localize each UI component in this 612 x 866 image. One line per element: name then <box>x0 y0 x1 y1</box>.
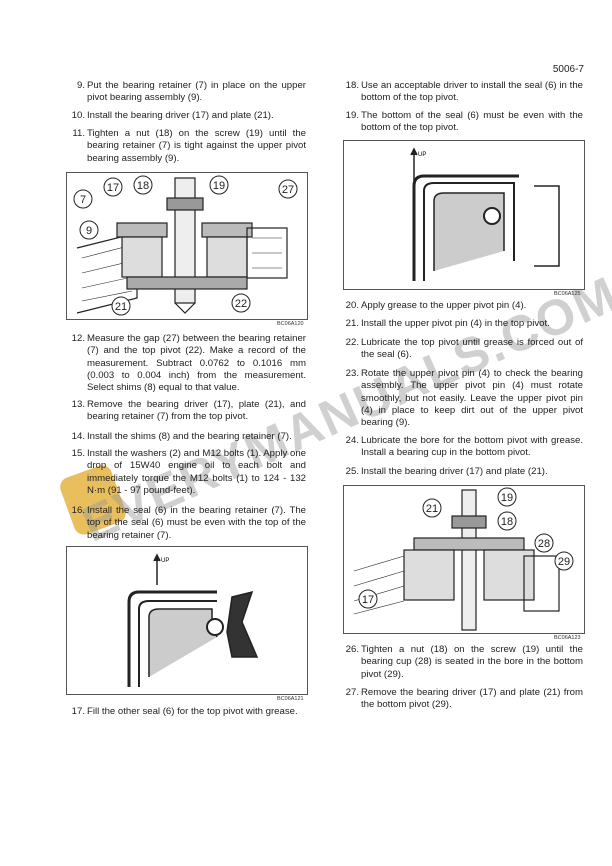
figure-seal-bottom: UP <box>343 140 585 290</box>
page-number: 5006-7 <box>552 64 584 75</box>
figure-caption: BC06A123 <box>554 635 581 641</box>
step-text: Tighten a nut (18) on the screw (19) unt… <box>361 644 583 680</box>
step-text: Install the bearing driver (17) and plat… <box>87 110 274 121</box>
svg-text:19: 19 <box>213 180 225 192</box>
step-text: Measure the gap (27) between the bearing… <box>87 333 306 394</box>
step-text: Fill the other seal (6) for the top pivo… <box>87 706 298 717</box>
step-number: 11. <box>72 128 85 139</box>
step-number: 21. <box>345 318 359 329</box>
step-text: Install the bearing driver (17) and plat… <box>361 466 548 477</box>
step-number: 13. <box>71 399 85 410</box>
callout-28: 28 <box>534 533 554 553</box>
callout-17: 17 <box>103 177 123 197</box>
svg-text:27: 27 <box>282 184 294 196</box>
svg-text:7: 7 <box>80 194 86 206</box>
step-text: The bottom of the seal (6) must be even … <box>361 110 583 134</box>
seal-retainer-diagram: UP <box>127 553 259 687</box>
upper-pivot-diagram: 7 17 18 19 27 9 21 22 <box>73 175 298 316</box>
instruction-step: 24.Lubricate the bore for the bottom piv… <box>346 435 583 460</box>
step-number: 27. <box>345 687 359 698</box>
svg-text:28: 28 <box>538 538 550 550</box>
svg-text:29: 29 <box>558 556 570 568</box>
step-number: 12. <box>71 333 85 344</box>
step-text: Remove the bearing driver (17) and plate… <box>361 687 583 711</box>
svg-text:19: 19 <box>501 492 513 504</box>
callout-21: 21 <box>422 498 442 518</box>
figure-caption: BC06A125 <box>554 291 581 297</box>
step-number: 10. <box>71 110 85 121</box>
figure-seal-retainer: UP <box>66 546 308 695</box>
callout-18: 18 <box>133 175 153 195</box>
callout-22: 22 <box>231 293 251 313</box>
seal-bottom-diagram: UP <box>410 147 560 281</box>
step-text: Use an acceptable driver to install the … <box>361 80 583 104</box>
callout-19: 19 <box>209 175 229 195</box>
svg-text:17: 17 <box>107 182 119 194</box>
instruction-step: 11.Tighten a nut (18) on the screw (19) … <box>72 128 306 165</box>
instruction-step: 27.Remove the bearing driver (17) and pl… <box>346 687 583 712</box>
instruction-step: 19.The bottom of the seal (6) must be ev… <box>346 110 583 135</box>
step-number: 15. <box>71 448 85 459</box>
instruction-step: 18.Use an acceptable driver to install t… <box>346 80 583 105</box>
bottom-pivot-diagram: 19 21 18 28 29 17 <box>353 487 574 631</box>
figure-bottom-pivot-assembly: 19 21 18 28 29 17 <box>343 485 585 634</box>
svg-text:21: 21 <box>115 301 127 313</box>
svg-text:17: 17 <box>362 594 374 606</box>
figure-caption: BC06A121 <box>277 696 304 702</box>
step-text: Lubricate the bore for the bottom pivot … <box>361 435 583 459</box>
svg-text:18: 18 <box>501 516 513 528</box>
callout-19: 19 <box>497 487 517 507</box>
svg-text:18: 18 <box>137 180 149 192</box>
step-number: 25. <box>345 466 359 477</box>
instruction-step: 25.Install the bearing driver (17) and p… <box>346 466 583 478</box>
step-number: 17. <box>71 706 85 717</box>
callout-9: 9 <box>79 220 99 240</box>
callout-18: 18 <box>497 511 517 531</box>
callout-27: 27 <box>278 179 298 199</box>
step-number: 18. <box>345 80 359 91</box>
svg-text:21: 21 <box>426 503 438 515</box>
instruction-step: 26.Tighten a nut (18) on the screw (19) … <box>346 644 583 681</box>
callout-21: 21 <box>111 296 131 316</box>
callout-17: 17 <box>358 589 378 609</box>
step-number: 19. <box>345 110 359 121</box>
instruction-step: 10.Install the bearing driver (17) and p… <box>72 110 306 122</box>
step-text: Tighten a nut (18) on the screw (19) unt… <box>87 128 306 164</box>
callout-7: 7 <box>73 189 93 209</box>
step-number: 26. <box>345 644 359 655</box>
svg-text:22: 22 <box>235 298 247 310</box>
up-label: UP <box>161 558 169 564</box>
step-text: Put the bearing retainer (7) in place on… <box>87 80 306 104</box>
step-number: 22. <box>345 337 359 348</box>
instruction-step: 17.Fill the other seal (6) for the top p… <box>72 706 306 718</box>
svg-text:9: 9 <box>86 225 92 237</box>
figure-upper-pivot-assembly: 7 17 18 19 27 9 21 22 <box>66 172 308 320</box>
step-number: 20. <box>345 300 359 311</box>
instruction-step: 12.Measure the gap (27) between the bear… <box>72 333 306 394</box>
up-label: UP <box>418 152 426 158</box>
instruction-step: 9.Put the bearing retainer (7) in place … <box>77 80 306 105</box>
callout-29: 29 <box>554 551 574 571</box>
step-number: 9. <box>76 80 85 91</box>
step-number: 14. <box>71 431 85 442</box>
figure-caption: BC06A120 <box>277 321 304 327</box>
